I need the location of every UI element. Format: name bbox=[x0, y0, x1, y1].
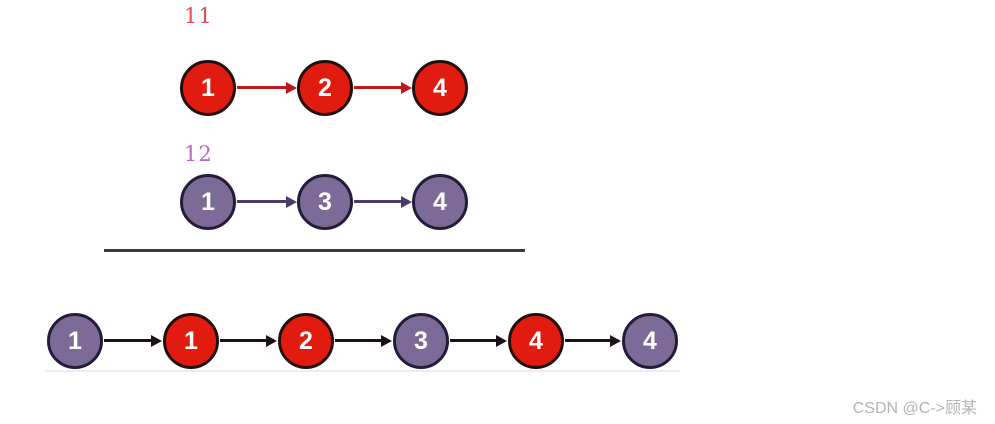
arrow-shaft bbox=[237, 86, 289, 89]
arrow-head-icon bbox=[151, 335, 162, 347]
arrow-head-icon bbox=[381, 335, 392, 347]
next-pointer-arrow bbox=[450, 335, 507, 347]
merged-node-3: 2 bbox=[278, 313, 334, 369]
next-pointer-arrow bbox=[565, 335, 621, 347]
arrow-shaft bbox=[237, 200, 289, 203]
merged-node-5: 4 bbox=[508, 313, 564, 369]
arrow-shaft bbox=[220, 339, 269, 342]
list2-node-1: 1 bbox=[180, 174, 236, 230]
arrow-head-icon bbox=[266, 335, 277, 347]
merged-node-4: 3 bbox=[393, 313, 449, 369]
next-pointer-arrow bbox=[220, 335, 277, 347]
list1-node-1: 1 bbox=[180, 60, 236, 116]
arrow-shaft bbox=[565, 339, 613, 342]
arrow-head-icon bbox=[610, 335, 621, 347]
csdn-watermark: CSDN @C->顾某 bbox=[852, 400, 977, 417]
merged-node-1: 1 bbox=[47, 313, 103, 369]
next-pointer-arrow bbox=[335, 335, 392, 347]
arrow-shaft bbox=[354, 200, 404, 203]
next-pointer-arrow bbox=[104, 335, 162, 347]
arrow-head-icon bbox=[401, 82, 412, 94]
list1-label: 11 bbox=[184, 4, 213, 28]
next-pointer-arrow bbox=[237, 196, 297, 208]
arrow-head-icon bbox=[496, 335, 507, 347]
list1-node-3: 4 bbox=[412, 60, 468, 116]
merged-node-6: 4 bbox=[622, 313, 678, 369]
next-pointer-arrow bbox=[354, 82, 412, 94]
arrow-shaft bbox=[450, 339, 499, 342]
list2-node-3: 4 bbox=[412, 174, 468, 230]
arrow-shaft bbox=[104, 339, 154, 342]
list2-node-2: 3 bbox=[297, 174, 353, 230]
arrow-shaft bbox=[354, 86, 404, 89]
next-pointer-arrow bbox=[354, 196, 412, 208]
arrow-head-icon bbox=[401, 196, 412, 208]
divider-line bbox=[104, 249, 525, 252]
faint-horizontal-rule bbox=[45, 370, 680, 372]
merged-node-2: 1 bbox=[163, 313, 219, 369]
list2-label: 12 bbox=[184, 142, 213, 166]
arrow-head-icon bbox=[286, 196, 297, 208]
arrow-head-icon bbox=[286, 82, 297, 94]
list1-node-2: 2 bbox=[297, 60, 353, 116]
next-pointer-arrow bbox=[237, 82, 297, 94]
arrow-shaft bbox=[335, 339, 384, 342]
